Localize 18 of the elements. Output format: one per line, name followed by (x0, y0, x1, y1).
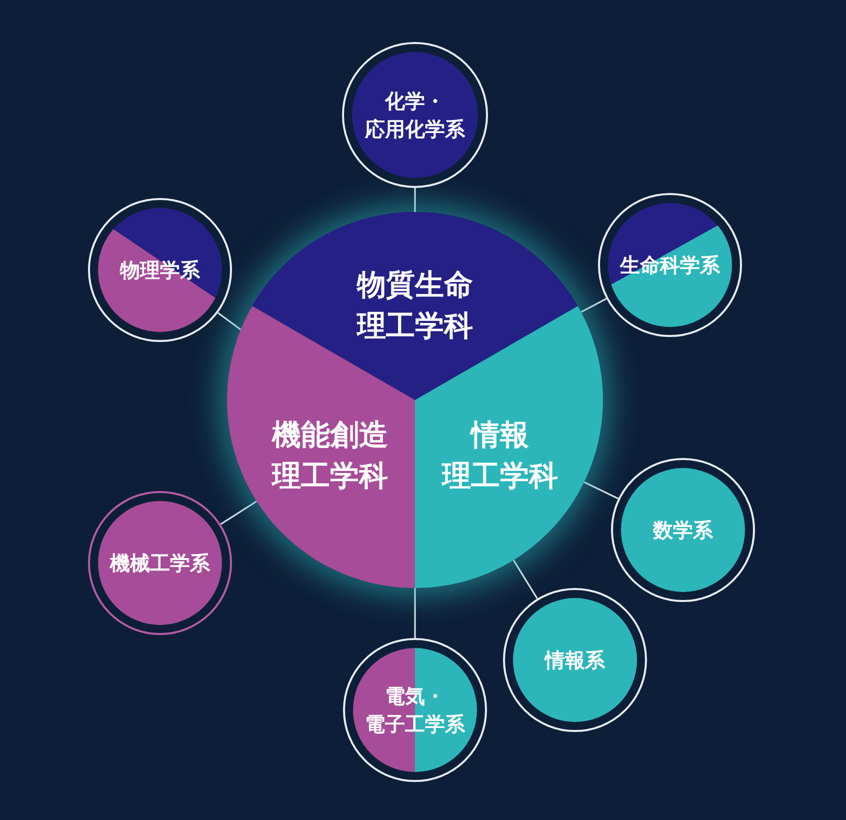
department-sector (252, 212, 578, 400)
department-sector (227, 306, 415, 588)
department-label: 情報理工学科 (442, 416, 558, 494)
course-label: 機械工学系 (110, 550, 210, 577)
connector-line (220, 500, 258, 525)
department-label: 機能創造理工学科 (272, 416, 388, 494)
course-label: 物理学系 (120, 257, 200, 284)
department-sector (415, 306, 603, 588)
department-label: 物質生命理工学科 (356, 266, 473, 344)
connector-line (217, 312, 242, 330)
connector-line (414, 188, 416, 212)
course-label: 情報系 (545, 647, 605, 674)
connector-line (580, 298, 607, 313)
connector-line (414, 588, 416, 638)
connector-line (584, 481, 619, 500)
course-label: 数学系 (653, 517, 713, 544)
course-label: 化学・応用化学系 (365, 88, 465, 143)
connector-line (512, 560, 538, 600)
